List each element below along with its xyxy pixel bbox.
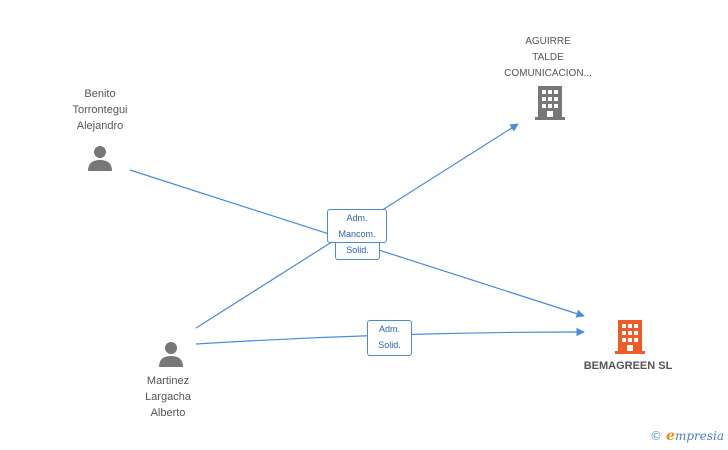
building-icon[interactable]: [614, 320, 646, 359]
empresia-logo-text: mpresia: [674, 429, 724, 443]
company-name-bemagreen[interactable]: BEMAGREEN SL: [583, 360, 673, 372]
company-name-aguirre[interactable]: AGUIRRE TALDE COMUNICACION...: [504, 36, 592, 79]
person-icon[interactable]: [86, 143, 114, 176]
empresia-watermark: ©empresia: [650, 428, 724, 444]
person-icon[interactable]: [157, 339, 185, 372]
relation-badge-center-bottom[interactable]: Solid.: [335, 241, 380, 260]
copyright-icon: ©: [650, 429, 663, 443]
empresia-logo-initial: e: [666, 428, 675, 444]
building-icon[interactable]: [534, 86, 566, 125]
person-name-martinez[interactable]: Martinez Largacha Alberto: [145, 375, 191, 419]
relation-badge-lower[interactable]: Adm. Solid.: [367, 320, 412, 356]
relation-badge-center-top[interactable]: Adm. Mancom.: [327, 209, 387, 243]
person-name-benito[interactable]: Benito Torrontegui Alejandro: [72, 88, 128, 132]
